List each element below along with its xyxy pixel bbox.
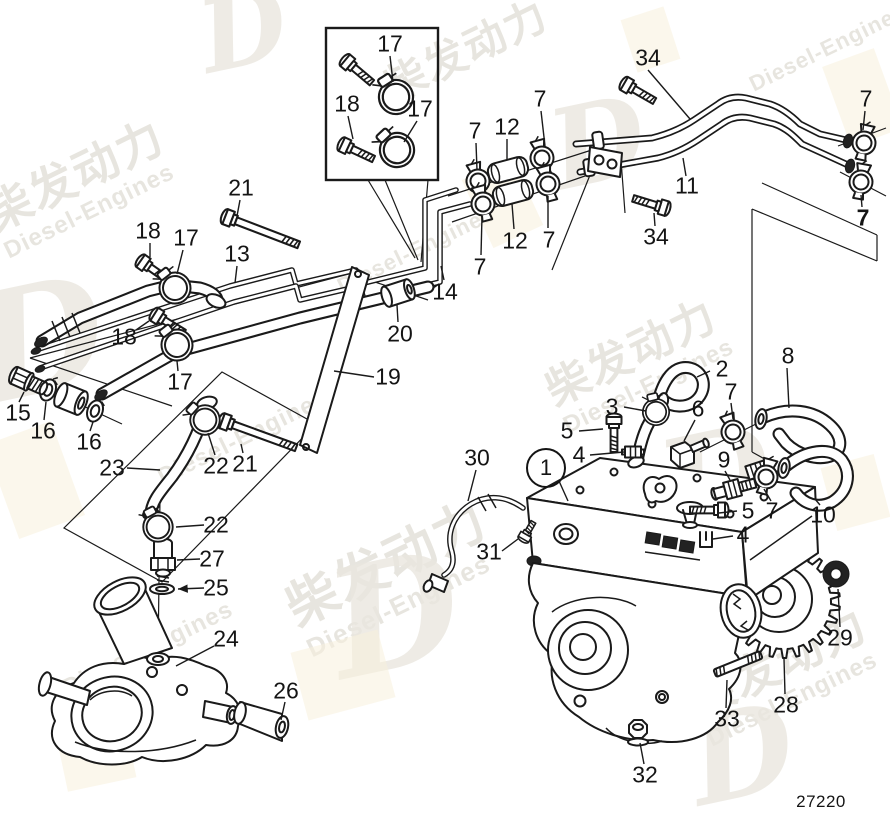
leader-lines (18, 55, 866, 765)
hose-30 (422, 493, 526, 593)
drawing-number: 27220 (796, 792, 846, 811)
inset-box (324, 26, 440, 182)
compressor (526, 457, 819, 745)
gear-small-parts (627, 560, 850, 747)
pipes-11 (572, 93, 856, 178)
thermostat-housing (37, 576, 242, 766)
fitting-27 (149, 537, 176, 595)
hose-upper-left (34, 278, 227, 348)
hose-lower-left (94, 280, 435, 401)
sleeve-26 (233, 701, 290, 742)
bracket-19 (299, 266, 370, 454)
